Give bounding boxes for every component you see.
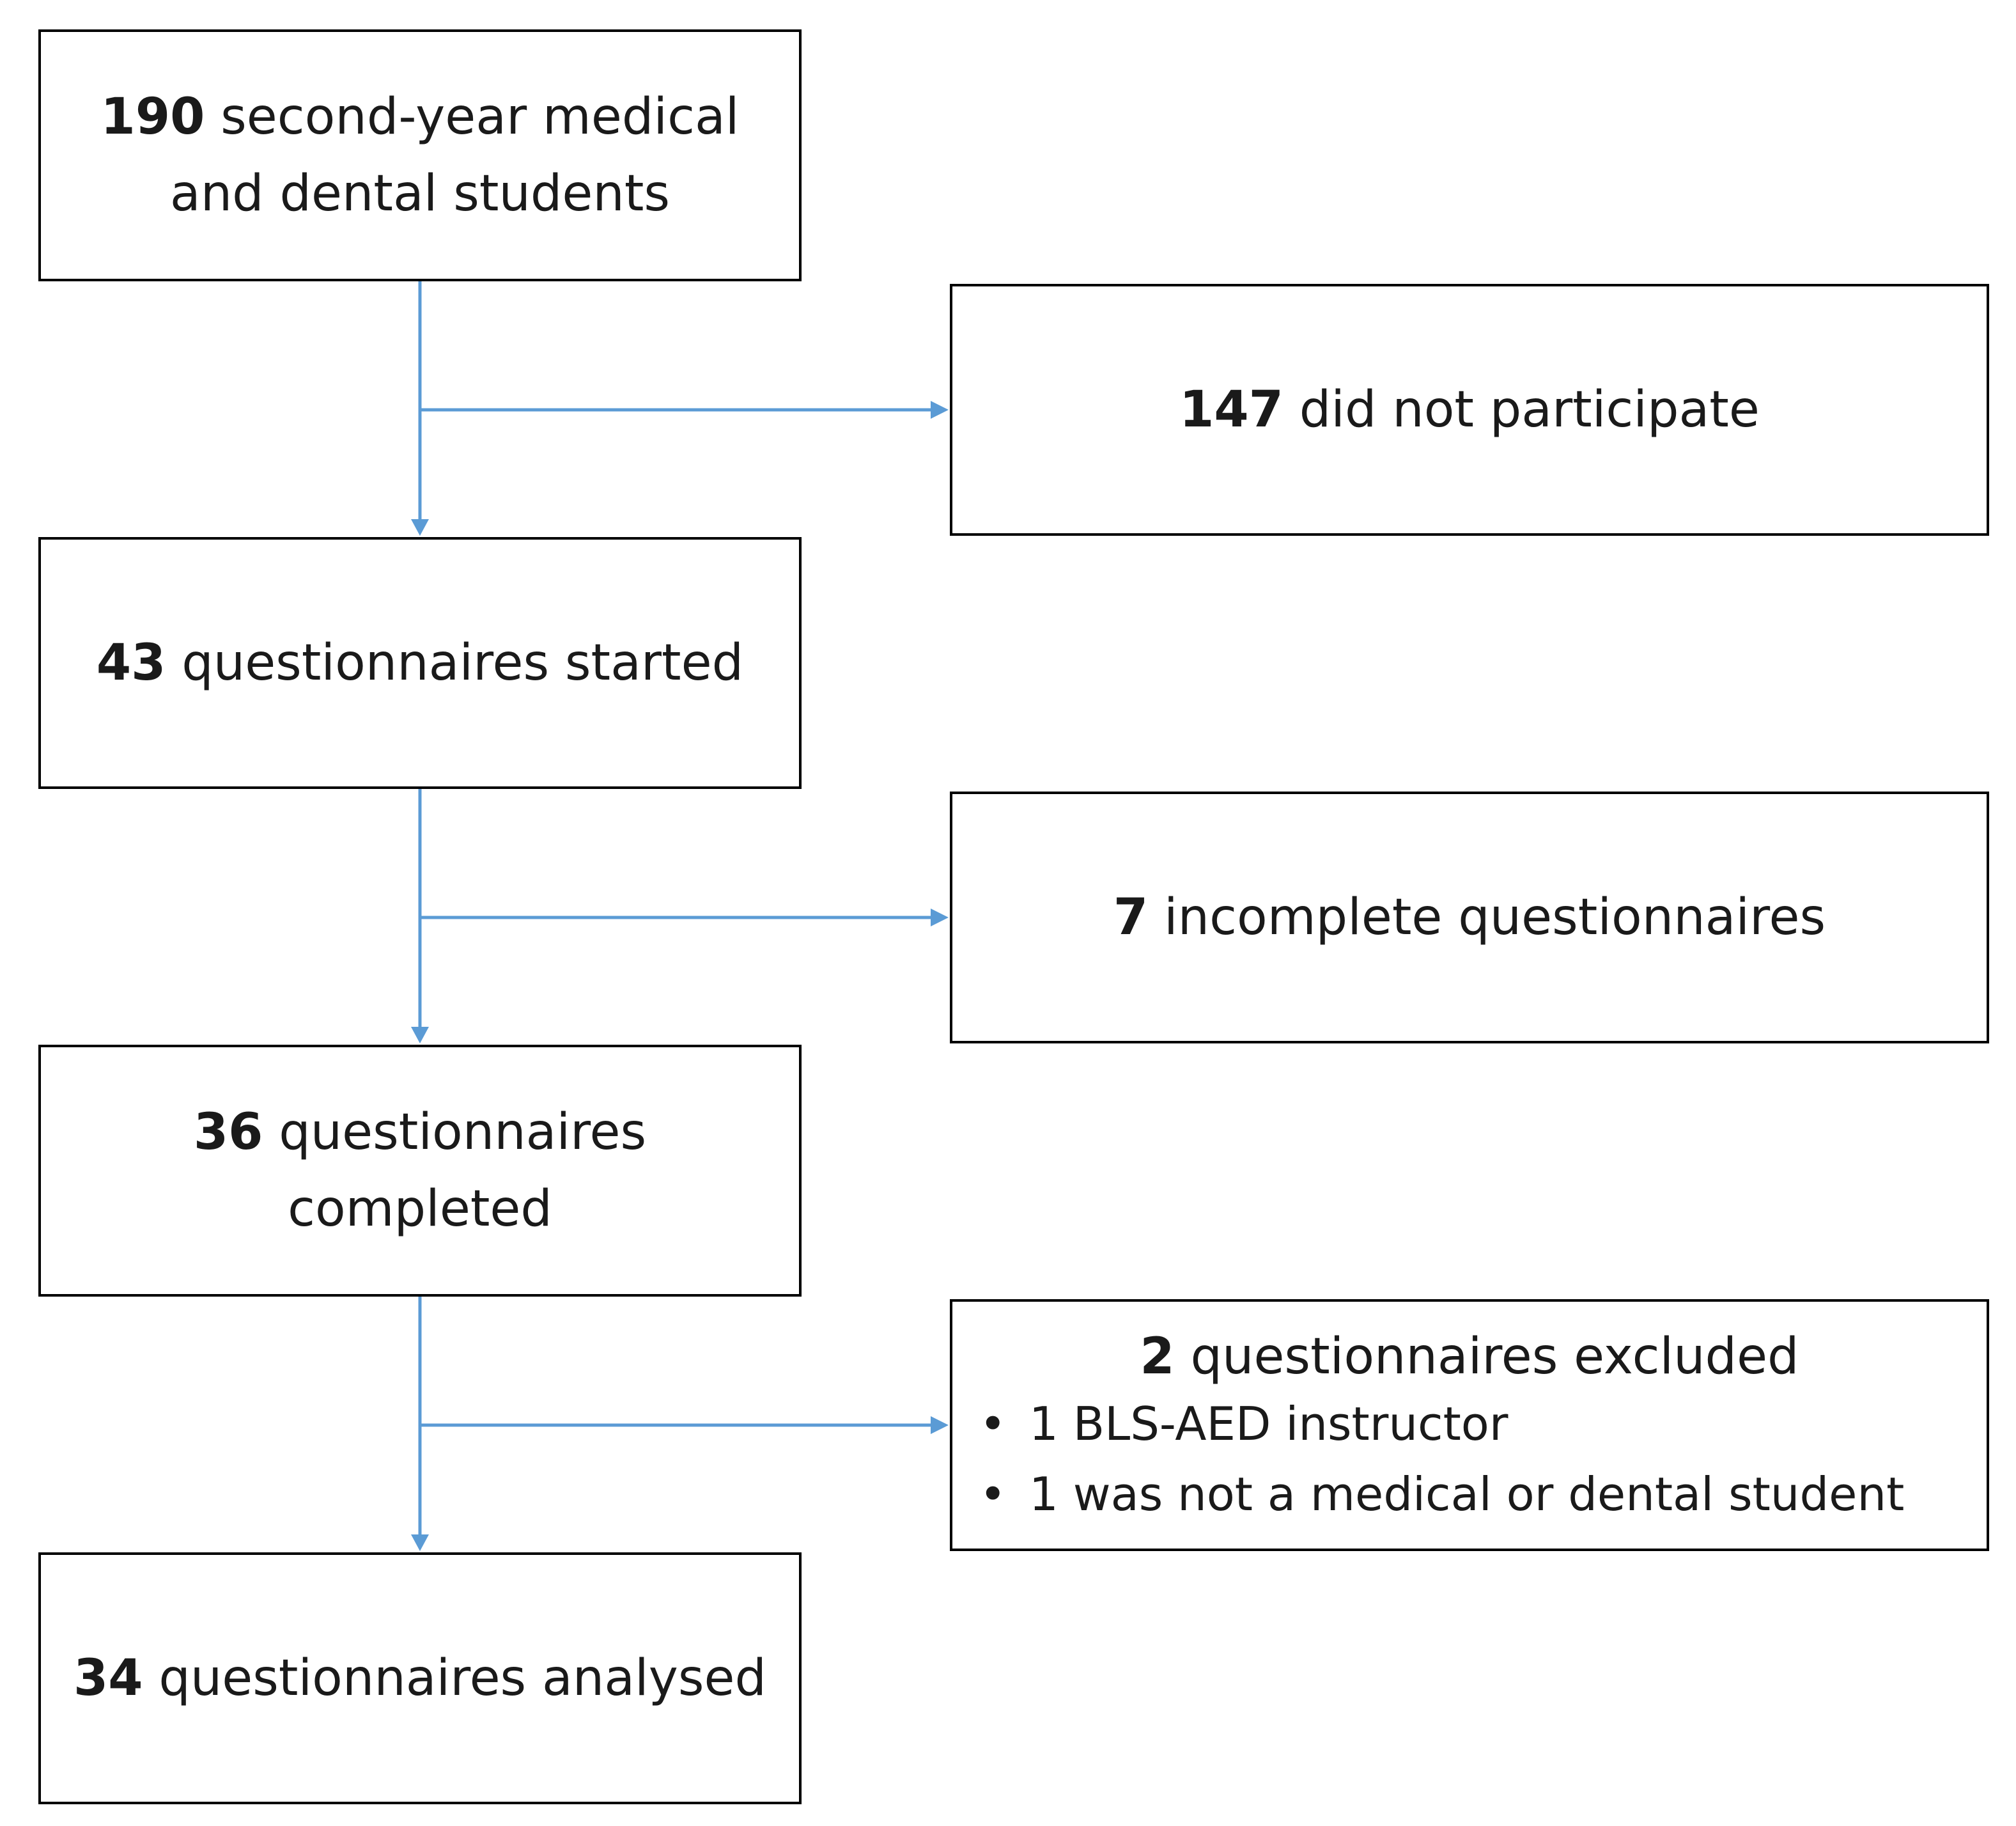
nonparticipation-text: 147 did not participate	[1179, 371, 1760, 448]
analysed-count: 34	[73, 1650, 143, 1707]
incomplete-label: incomplete questionnaires	[1163, 889, 1826, 946]
arrowhead-icon	[411, 519, 429, 536]
questionnaires-completed-box: 36 questionnaires completed	[38, 1045, 802, 1297]
incomplete-text: 7 incomplete questionnaires	[1113, 879, 1826, 956]
enrolled-label-line1: second-year medical	[221, 88, 740, 146]
questionnaires-started-text: 43 questionnaires started	[97, 625, 743, 701]
exclusion-reason-2: 1 was not a medical or dental student	[1029, 1467, 1905, 1521]
incomplete-count: 7	[1113, 889, 1149, 946]
arrowhead-icon	[411, 1027, 429, 1043]
completed-label-line2: completed	[288, 1180, 552, 1238]
questionnaires-analysed-box: 34 questionnaires analysed	[38, 1552, 802, 1804]
arrowhead-icon	[931, 909, 949, 926]
started-count: 43	[96, 634, 166, 692]
list-item: • 1 BLS-AED instructor	[952, 1389, 1904, 1459]
questionnaires-completed-text: 36 questionnaires completed	[194, 1094, 646, 1247]
questionnaires-analysed-text: 34 questionnaires analysed	[74, 1640, 766, 1717]
bullet-icon: •	[979, 1397, 1007, 1451]
enrolled-students-box: 190 second-year medical and dental stude…	[38, 29, 802, 281]
arrowhead-icon	[931, 1416, 949, 1434]
list-item: • 1 was not a medical or dental student	[952, 1459, 1904, 1529]
exclusion-reasons-list: • 1 BLS-AED instructor • 1 was not a med…	[952, 1389, 1904, 1529]
enrolled-label-line2: and dental students	[169, 165, 671, 222]
completed-count: 36	[193, 1104, 263, 1161]
exclusion-reason-1: 1 BLS-AED instructor	[1029, 1397, 1508, 1451]
excluded-box: 2 questionnaires excluded • 1 BLS-AED in…	[950, 1299, 1989, 1551]
excluded-label: questionnaires excluded	[1190, 1328, 1799, 1385]
enrolled-count: 190	[100, 88, 205, 146]
enrolled-students-text: 190 second-year medical and dental stude…	[101, 79, 740, 232]
bullet-icon: •	[979, 1467, 1007, 1521]
excluded-count: 2	[1140, 1328, 1175, 1385]
nonparticipation-count: 147	[1179, 381, 1283, 439]
excluded-heading: 2 questionnaires excluded	[1140, 1325, 1799, 1389]
arrowhead-icon	[411, 1534, 429, 1551]
incomplete-box: 7 incomplete questionnaires	[950, 792, 1989, 1043]
analysed-label: questionnaires analysed	[159, 1650, 766, 1707]
started-label: questionnaires started	[182, 634, 744, 692]
arrowhead-icon	[931, 401, 949, 419]
nonparticipation-label: did not participate	[1299, 381, 1760, 439]
questionnaires-started-box: 43 questionnaires started	[38, 537, 802, 789]
nonparticipation-box: 147 did not participate	[950, 284, 1989, 536]
completed-label-line1: questionnaires	[279, 1104, 647, 1161]
